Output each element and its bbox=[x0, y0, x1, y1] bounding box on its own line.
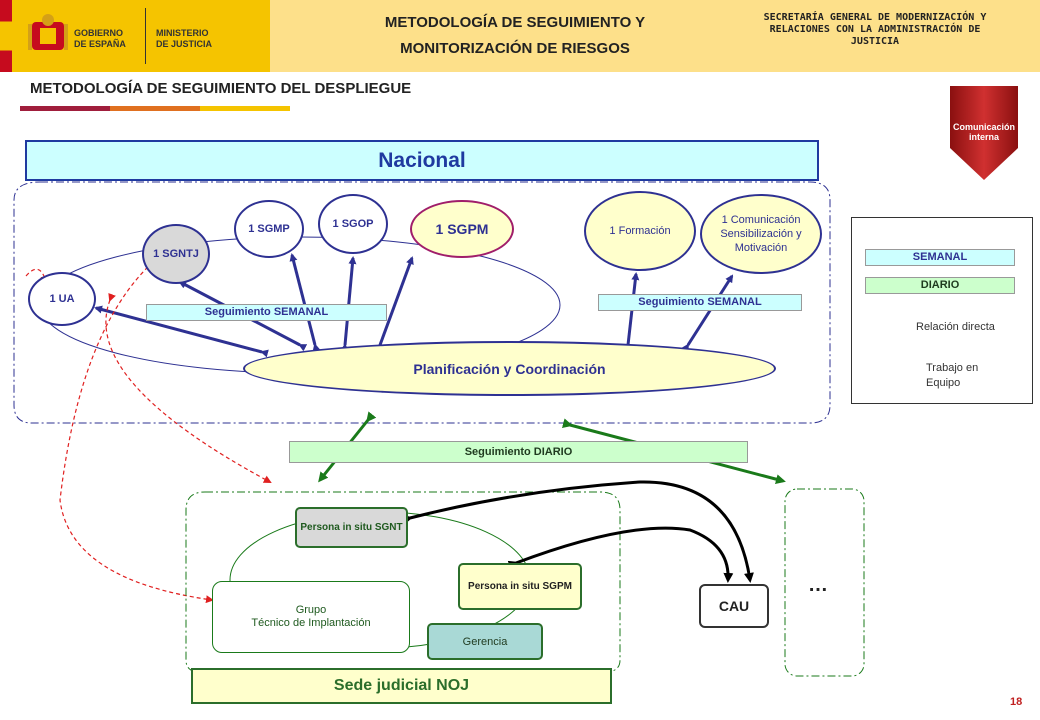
other-sites-ellipsis: … bbox=[808, 574, 828, 596]
gov-label-1: GOBIERNO bbox=[74, 28, 124, 38]
node-sgpm: 1 SGPM bbox=[410, 200, 514, 258]
accent-bar-3 bbox=[200, 106, 290, 111]
nacional-container bbox=[13, 181, 831, 424]
node-formacion: 1 Formación bbox=[584, 191, 696, 271]
ministry-label-1: MINISTERIO bbox=[156, 28, 209, 38]
node-sgop: 1 SGOP bbox=[318, 194, 388, 254]
grupo-tecnico-box: Grupo Técnico de Implantación bbox=[212, 581, 410, 653]
legend-semanal: SEMANAL bbox=[865, 249, 1015, 266]
node-ua: 1 UA bbox=[28, 272, 96, 326]
accent-bar-1 bbox=[20, 106, 110, 111]
accent-bar-2 bbox=[110, 106, 200, 111]
logo-divider bbox=[145, 8, 146, 64]
node-sgntj: 1 SGNTJ bbox=[142, 224, 210, 284]
seg-semanal-right-label: Seguimiento SEMANAL bbox=[598, 294, 802, 311]
badge-line-1: Comunicación bbox=[952, 122, 1015, 132]
legend-relacion-label: Relación directa bbox=[916, 321, 995, 333]
ministry-label-2: DE JUSTICIA bbox=[156, 39, 213, 49]
legend-panel: SEMANAL DIARIO Relación directa Trabajo … bbox=[851, 217, 1033, 404]
title-line-2: MONITORIZACIÓN DE RIESGOS bbox=[400, 40, 630, 57]
node-sgmp: 1 SGMP bbox=[234, 200, 304, 258]
grupo-line-2: Técnico de Implantación bbox=[251, 617, 371, 629]
gov-label-2: DE ESPAÑA bbox=[74, 39, 126, 49]
legend-trabajo-line-2: Equipo bbox=[926, 377, 961, 389]
seg-diario-label: Seguimiento DIARIO bbox=[289, 441, 748, 463]
page-title: METODOLOGÍA DE SEGUIMIENTO Y MONITORIZAC… bbox=[330, 10, 700, 62]
legend-diario: DIARIO bbox=[865, 277, 1015, 294]
comunicacion-interna-badge: Comunicación interna bbox=[950, 86, 1020, 182]
cau-box: CAU bbox=[699, 584, 769, 628]
spain-flag-strip bbox=[0, 0, 12, 72]
sede-judicial-banner: Sede judicial NOJ bbox=[191, 668, 612, 704]
section-subtitle: METODOLOGÍA DE SEGUIMIENTO DEL DESPLIEGU… bbox=[30, 80, 412, 97]
node-comunicacion: 1 Comunicación Sensibilización y Motivac… bbox=[700, 194, 822, 274]
badge-line-2: interna bbox=[968, 132, 999, 142]
page-number: 18 bbox=[1010, 696, 1023, 708]
seg-semanal-left-label: Seguimiento SEMANAL bbox=[146, 304, 387, 321]
gerencia-box: Gerencia bbox=[427, 623, 543, 660]
grupo-line-1: Grupo bbox=[295, 604, 327, 616]
secretaria-label: SECRETARÍA GENERAL DE MODERNIZACIÓN Y RE… bbox=[763, 12, 987, 47]
persona-sgpm-box: Persona in situ SGPM bbox=[458, 563, 582, 610]
coat-of-arms-icon bbox=[28, 12, 68, 58]
persona-sgnt-box: Persona in situ SGNT bbox=[295, 507, 408, 548]
title-line-1: METODOLOGÍA DE SEGUIMIENTO Y bbox=[384, 14, 646, 31]
other-site-container bbox=[784, 488, 865, 677]
planificacion-coordinacion: Planificación y Coordinación bbox=[243, 341, 776, 396]
nacional-banner: Nacional bbox=[25, 140, 819, 181]
legend-trabajo-label: Trabajo en Equipo bbox=[926, 361, 978, 391]
legend-trabajo-line-1: Trabajo en bbox=[926, 362, 979, 374]
